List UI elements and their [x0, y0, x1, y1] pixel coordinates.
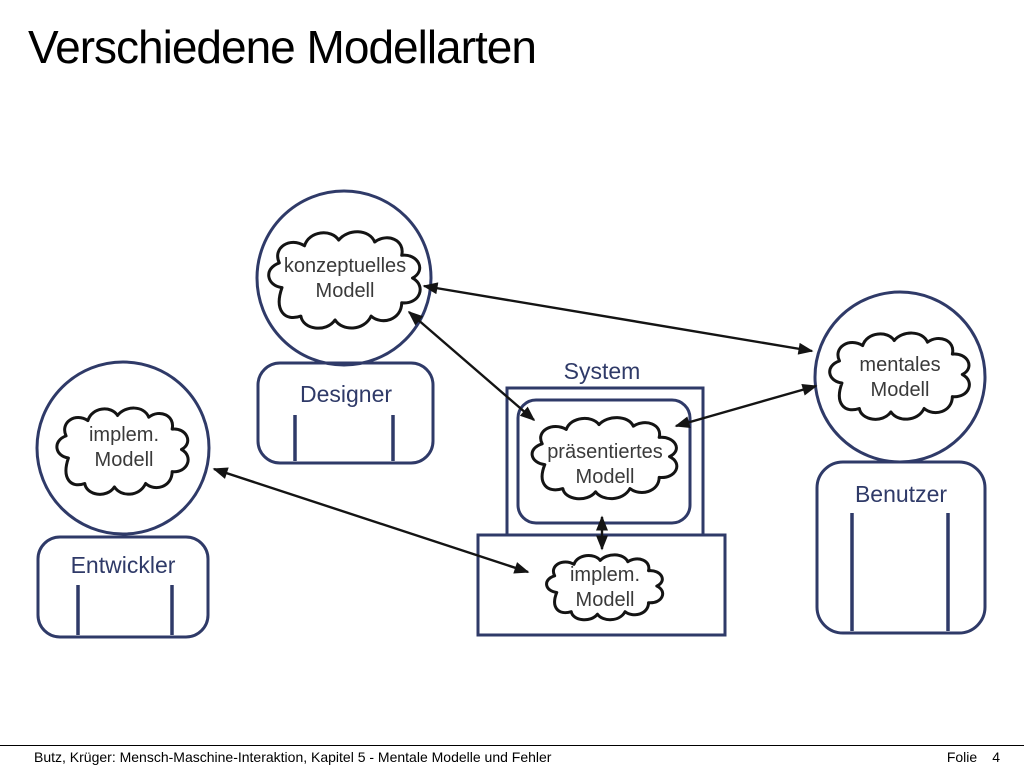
conceptual-model-line2: Modell — [315, 280, 375, 302]
designer-body — [256, 361, 435, 465]
developer-head-circle — [35, 360, 211, 536]
conceptual-model-line1: konzeptuelles — [283, 255, 407, 277]
footer-page-number: 4 — [992, 749, 1000, 765]
user-head-circle — [813, 290, 987, 464]
arrow-conceptual-mental — [422, 282, 814, 355]
presented-model-label: präsentiertes Modell — [547, 440, 663, 490]
footer-source: Butz, Krüger: Mensch-Maschine-Interaktio… — [34, 749, 552, 765]
mental-model-line1: mentales — [859, 354, 941, 376]
presented-model-line1: präsentiertes — [547, 441, 663, 463]
footer-page-label: Folie — [946, 749, 978, 765]
developer-implemented-model-line1: implem. — [88, 424, 160, 446]
system-implemented-model-line1: implem. — [569, 564, 641, 586]
user-label: Benutzer — [854, 481, 948, 507]
system-implemented-model-line2: Modell — [575, 589, 635, 611]
arrow-conceptual-presented — [407, 311, 536, 421]
arrow-developer-implemented — [212, 467, 530, 574]
presented-model-line2: Modell — [575, 466, 635, 488]
developer-implemented-model-label: implem. Modell — [89, 423, 159, 473]
system-implemented-model-label: implem. Modell — [570, 563, 640, 613]
arrow-mental-presented — [674, 383, 818, 429]
footer-divider — [0, 745, 1024, 746]
mental-model-line2: Modell — [870, 379, 930, 401]
designer-head-circle — [255, 189, 433, 367]
developer-body — [36, 535, 210, 639]
footer-page: Folie 4 — [947, 749, 1000, 765]
developer-label: Entwickler — [70, 552, 176, 578]
page-title: Verschiedene Modellarten — [28, 21, 537, 73]
system-label: System — [563, 358, 641, 384]
conceptual-model-label: konzeptuelles Modell — [284, 254, 406, 304]
designer-label: Designer — [299, 381, 393, 407]
mental-model-label: mentales Modell — [859, 353, 940, 403]
developer-implemented-model-line2: Modell — [94, 449, 154, 471]
